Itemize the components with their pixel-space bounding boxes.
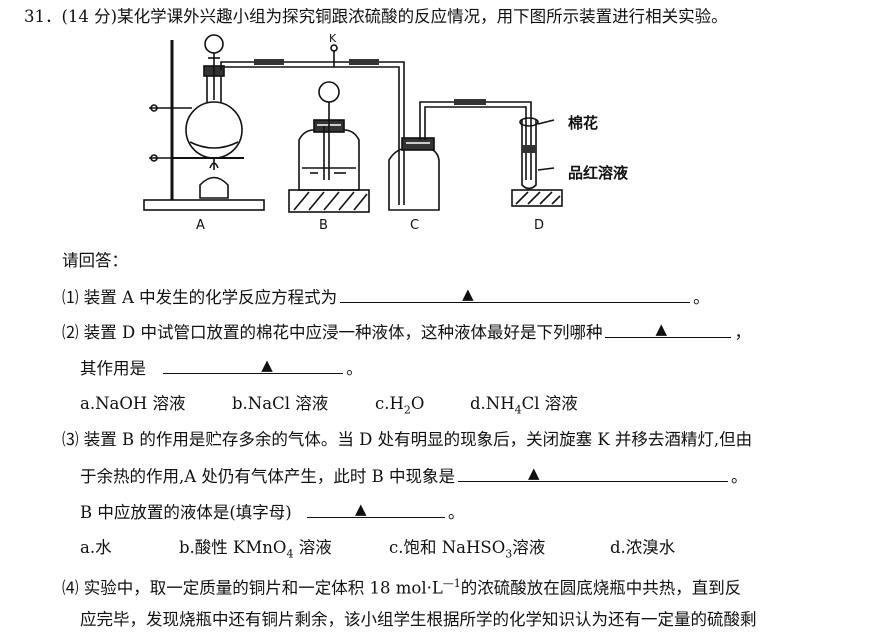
q3-line2: 于余热的作用,A 处仍有气体产生，此时 B 中现象是 — [80, 467, 456, 486]
q3-option-a[interactable]: a.水 — [80, 538, 112, 557]
prompt: 请回答： — [62, 251, 128, 270]
q3-line3-end: 。 — [448, 503, 465, 522]
q3-option-c[interactable]: c.饱和 NaHSO3溶液 — [389, 537, 610, 565]
q4-text-a: 实验中，取一定质量的铜片和一定体积 18 mol·L — [83, 578, 443, 598]
q3-option-b-a: b.酸性 KMnO — [179, 538, 287, 557]
q3-line3: B 中应放置的液体是(填字母) — [80, 503, 292, 522]
cotton-label: 棉花 — [568, 114, 599, 132]
q3-answer-blank-2[interactable]: ▲ — [307, 500, 445, 518]
q1-text: 装置 A 中发生的化学反应方程式为 — [83, 288, 338, 307]
q3-option-b-b: 溶液 — [298, 538, 332, 557]
q2-answer-blank-1[interactable]: ▲ — [605, 320, 732, 338]
q3-option-c-sub: 3 — [505, 547, 513, 561]
q4-text-b: 的浓硫酸放在圆底烧瓶中共热，直到反 — [460, 578, 742, 598]
q3-option-b-sub: 4 — [286, 547, 294, 561]
question-number: 31． — [24, 7, 62, 26]
q3-option-c-b: 溶液 — [512, 538, 546, 557]
q2-number: ⑵ — [62, 323, 79, 342]
q2-option-d-a: d.NH — [470, 394, 515, 413]
q3-text: 装置 B 的作用是贮存多余的气体。当 D 处有明显的现象后，关闭旋塞 K 并移去… — [83, 430, 753, 449]
q2-answer-blank-2[interactable]: ▲ — [163, 356, 344, 374]
apparatus-figure: A B C D K 棉花 品红溶液 — [134, 30, 674, 244]
valve-k-label: K — [329, 32, 337, 45]
blank-mark: ▲ — [528, 464, 540, 482]
q3-option-c-a: c.饱和 NaHSO — [389, 538, 506, 557]
question-4: ⑷ 实验中，取一定质量的铜片和一定体积 18 mol·L—1的浓硫酸放在圆底烧瓶… — [62, 573, 741, 600]
question-4-line2: 应完毕，发现烧瓶中还有铜片剩余，该小组学生根据所学的化学知识认为还有一定量的硫酸… — [80, 610, 757, 629]
question-stem: 某化学课外兴趣小组为探究铜跟浓硫酸的反应情况，用下图所示装置进行相关实验。 — [117, 7, 728, 26]
q3-option-d[interactable]: d.浓溴水 — [610, 538, 676, 557]
q2-option-c-a: c.H — [375, 394, 404, 413]
q2-option-d-b: Cl 溶液 — [521, 394, 578, 413]
q2-end: ， — [734, 323, 751, 342]
q3-answer-blank-1[interactable]: ▲ — [458, 464, 729, 482]
blank-mark: ▲ — [261, 356, 273, 374]
q1-number: ⑴ — [62, 288, 79, 307]
label-a: A — [196, 218, 205, 233]
q4-number: ⑷ — [62, 578, 79, 598]
q2-option-a[interactable]: a.NaOH 溶液 — [80, 394, 186, 413]
q2-text: 装置 D 中试管口放置的棉花中应浸一种液体，这种液体最好是下列哪种 — [83, 323, 603, 342]
question-3-line3: B 中应放置的液体是(填字母) ▲ 。 — [80, 500, 465, 524]
label-d: D — [534, 218, 545, 233]
q2-line2-end: 。 — [346, 359, 363, 378]
q2-option-c-b: O — [410, 394, 425, 413]
solution-label: 品红溶液 — [568, 164, 629, 182]
q3-number: ⑶ — [62, 430, 79, 449]
blank-mark: ▲ — [655, 320, 668, 338]
apparatus-drawing — [143, 34, 563, 213]
q2-option-d-sub: 4 — [514, 403, 522, 417]
label-c: C — [410, 218, 420, 233]
q3-line2-end: 。 — [731, 467, 748, 486]
q4-sup: —1 — [442, 577, 461, 590]
question-1: ⑴ 装置 A 中发生的化学反应方程式为 ▲ 。 — [62, 285, 710, 309]
q3-option-b[interactable]: b.酸性 KMnO4 溶液 — [179, 537, 389, 565]
q2-option-c[interactable]: c.H2O — [375, 393, 470, 421]
q1-end: 。 — [693, 288, 710, 307]
q2-option-c-sub: 2 — [403, 403, 411, 417]
q1-answer-blank[interactable]: ▲ — [340, 285, 691, 303]
q2-option-b[interactable]: b.NaCl 溶液 — [232, 394, 329, 413]
question-3-line2: 于余热的作用,A 处仍有气体产生，此时 B 中现象是 ▲ 。 — [80, 464, 748, 488]
q2-option-d[interactable]: d.NH4Cl 溶液 — [470, 393, 578, 421]
question-2: ⑵ 装置 D 中试管口放置的棉花中应浸一种液体，这种液体最好是下列哪种 ▲ ， — [62, 320, 751, 344]
label-b: B — [319, 218, 328, 233]
question-marks: (14 分) — [61, 7, 118, 26]
question-3: ⑶ 装置 B 的作用是贮存多余的气体。当 D 处有明显的现象后，关闭旋塞 K 并… — [62, 429, 752, 451]
question-2-line2: 其作用是 ▲ 。 — [80, 356, 363, 380]
question-header: 31．(14 分)某化学课外兴趣小组为探究铜跟浓硫酸的反应情况，用下图所示装置进… — [24, 6, 728, 28]
blank-mark: ▲ — [462, 285, 474, 303]
blank-mark: ▲ — [355, 500, 367, 518]
q2-line2: 其作用是 — [80, 359, 146, 378]
